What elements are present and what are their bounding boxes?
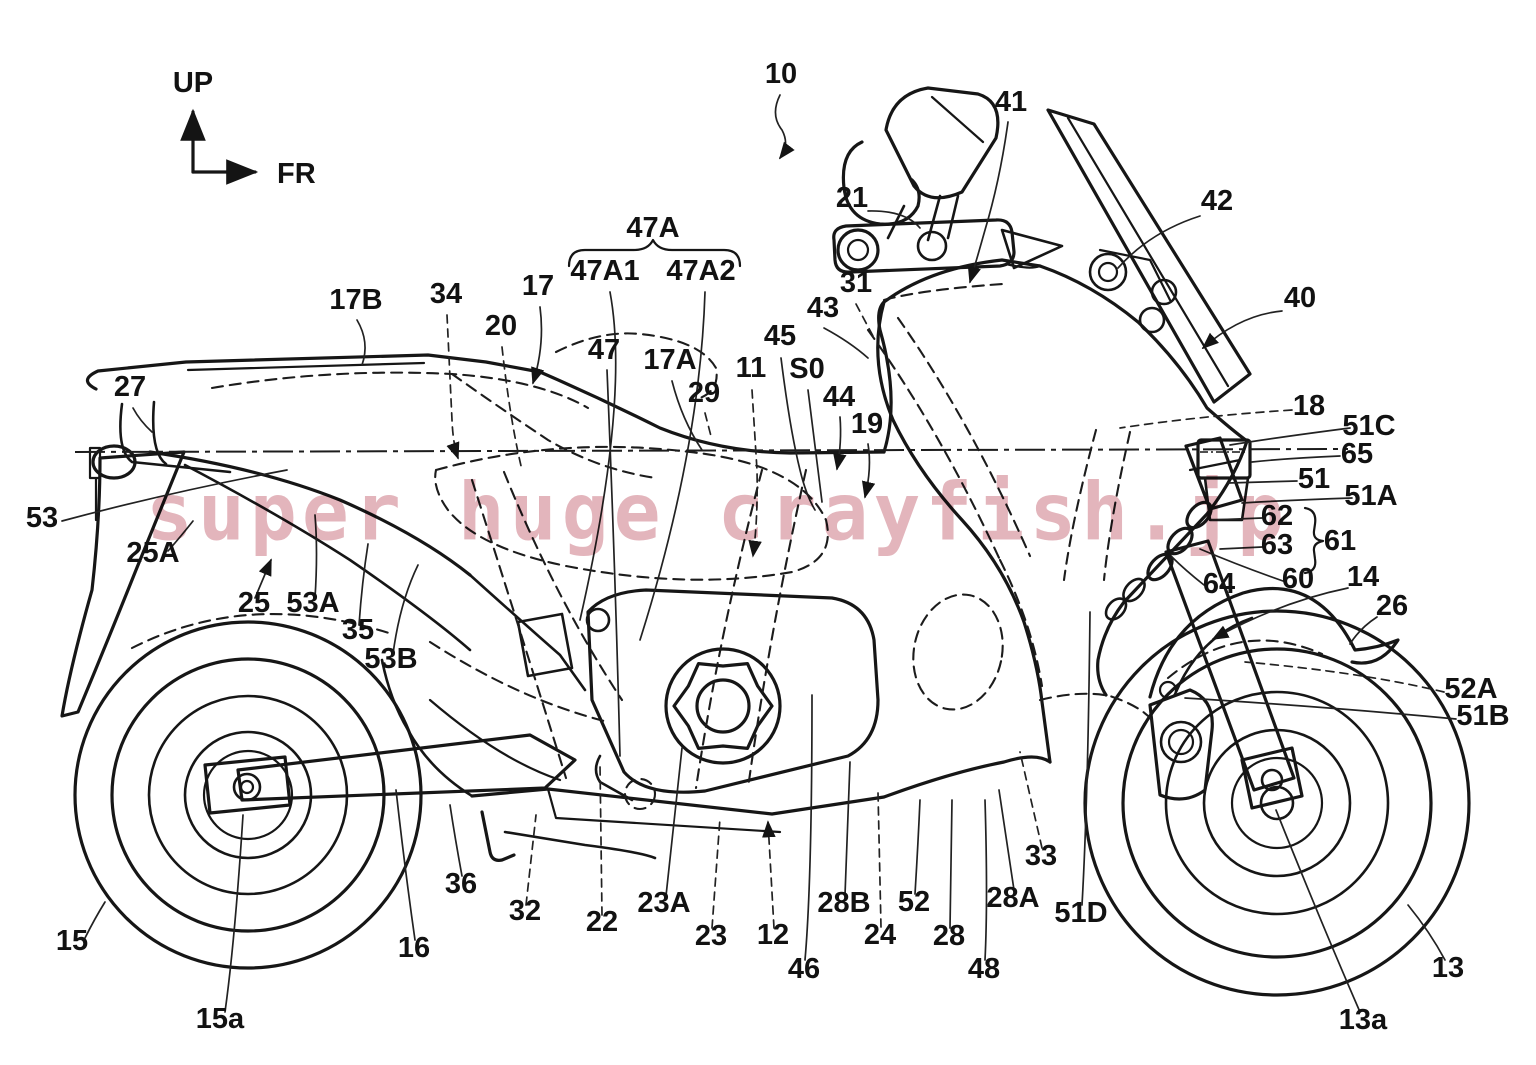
ref-label-11: 11 <box>736 352 767 384</box>
ref-label-45: 45 <box>764 320 796 352</box>
ref-label-27: 27 <box>114 371 146 403</box>
orientation-arrows: UP FR <box>173 67 316 190</box>
swingarm <box>236 698 577 802</box>
front-fork <box>1164 436 1304 810</box>
ref-label-44: 44 <box>823 381 855 413</box>
ref-label-23: 23 <box>695 920 727 952</box>
ref-label-22: 22 <box>586 906 618 938</box>
ref-label-61: 61 <box>1324 525 1356 557</box>
ref-label-51C: 51C <box>1342 410 1395 442</box>
ref-label-17A: 17A <box>643 344 696 376</box>
orientation-fr-label: FR <box>277 158 316 190</box>
orientation-up-label: UP <box>173 67 213 99</box>
ref-label-47: 47 <box>588 334 620 366</box>
ref-label-17: 17 <box>522 270 554 302</box>
ref-label-32: 32 <box>509 895 541 927</box>
ref-label-24: 24 <box>864 919 896 951</box>
ref-label-26: 26 <box>1376 590 1408 622</box>
ref-label-12: 12 <box>757 919 789 951</box>
ref-label-15: 15 <box>56 925 88 957</box>
ref-label-17B: 17B <box>329 284 382 316</box>
mirror <box>841 86 1000 242</box>
ref-label-25: 25 <box>238 587 270 619</box>
ref-label-33: 33 <box>1025 840 1057 872</box>
brace-61 <box>1303 506 1325 575</box>
brace-47A <box>567 238 742 268</box>
ref-label-13: 13 <box>1432 952 1464 984</box>
ref-label-63: 63 <box>1261 529 1293 561</box>
ref-label-51A: 51A <box>1344 480 1397 512</box>
ref-label-47A: 47A <box>626 212 679 244</box>
ref-label-29: 29 <box>688 377 720 409</box>
ref-label-53A: 53A <box>286 587 339 619</box>
ref-label-40: 40 <box>1284 282 1316 314</box>
ref-label-34: 34 <box>430 278 462 310</box>
ref-label-28: 28 <box>933 920 965 952</box>
ref-label-28B: 28B <box>817 887 870 919</box>
ref-label-53B: 53B <box>364 643 417 675</box>
ref-label-51: 51 <box>1298 463 1330 495</box>
rear-fender <box>60 400 232 718</box>
ref-label-47A1: 47A1 <box>570 255 639 287</box>
ref-label-21: 21 <box>836 182 868 214</box>
ref-label-10: 10 <box>765 58 797 90</box>
ref-label-14: 14 <box>1347 561 1379 593</box>
ref-label-18: 18 <box>1293 390 1325 422</box>
hidden-lines <box>74 282 1349 811</box>
ref-label-62: 62 <box>1261 500 1293 532</box>
ref-label-47A2: 47A2 <box>666 255 735 287</box>
windscreen <box>1046 108 1252 404</box>
ref-label-43: 43 <box>807 292 839 324</box>
ref-label-52A: 52A <box>1444 673 1497 705</box>
ref-label-60: 60 <box>1282 563 1314 595</box>
front-body <box>470 258 1252 834</box>
ref-label-35: 35 <box>342 614 374 646</box>
handlebar-cluster <box>832 218 1064 274</box>
ref-label-20: 20 <box>485 310 517 342</box>
engine <box>480 588 880 862</box>
ref-label-23A: 23A <box>637 887 690 919</box>
ref-label-25A: 25A <box>126 537 179 569</box>
ref-label-16: 16 <box>398 932 430 964</box>
ref-label-31: 31 <box>840 267 872 299</box>
front-wheel <box>1083 609 1471 997</box>
tail-and-seat <box>85 353 886 798</box>
ref-label-41: 41 <box>995 86 1027 118</box>
ref-label-42: 42 <box>1201 185 1233 217</box>
ref-label-46: 46 <box>788 953 820 985</box>
ref-label-S0: S0 <box>789 353 824 385</box>
leader-lines <box>61 94 1457 1013</box>
ref-label-64: 64 <box>1203 568 1235 600</box>
ref-label-65: 65 <box>1341 438 1373 470</box>
ref-label-48: 48 <box>968 953 1000 985</box>
reference-labels: 10 41 21 42 40 31 43 45 11 S0 44 19 17B … <box>26 58 1510 1036</box>
ref-label-19: 19 <box>851 408 883 440</box>
ref-label-52: 52 <box>898 886 930 918</box>
ref-label-36: 36 <box>445 868 477 900</box>
ref-label-28A: 28A <box>986 882 1039 914</box>
ref-label-53: 53 <box>26 502 58 534</box>
ref-label-51D: 51D <box>1054 897 1107 929</box>
ref-label-15a: 15a <box>196 1003 245 1035</box>
ref-label-13a: 13a <box>1339 1004 1388 1036</box>
ref-label-51B: 51B <box>1456 700 1509 732</box>
